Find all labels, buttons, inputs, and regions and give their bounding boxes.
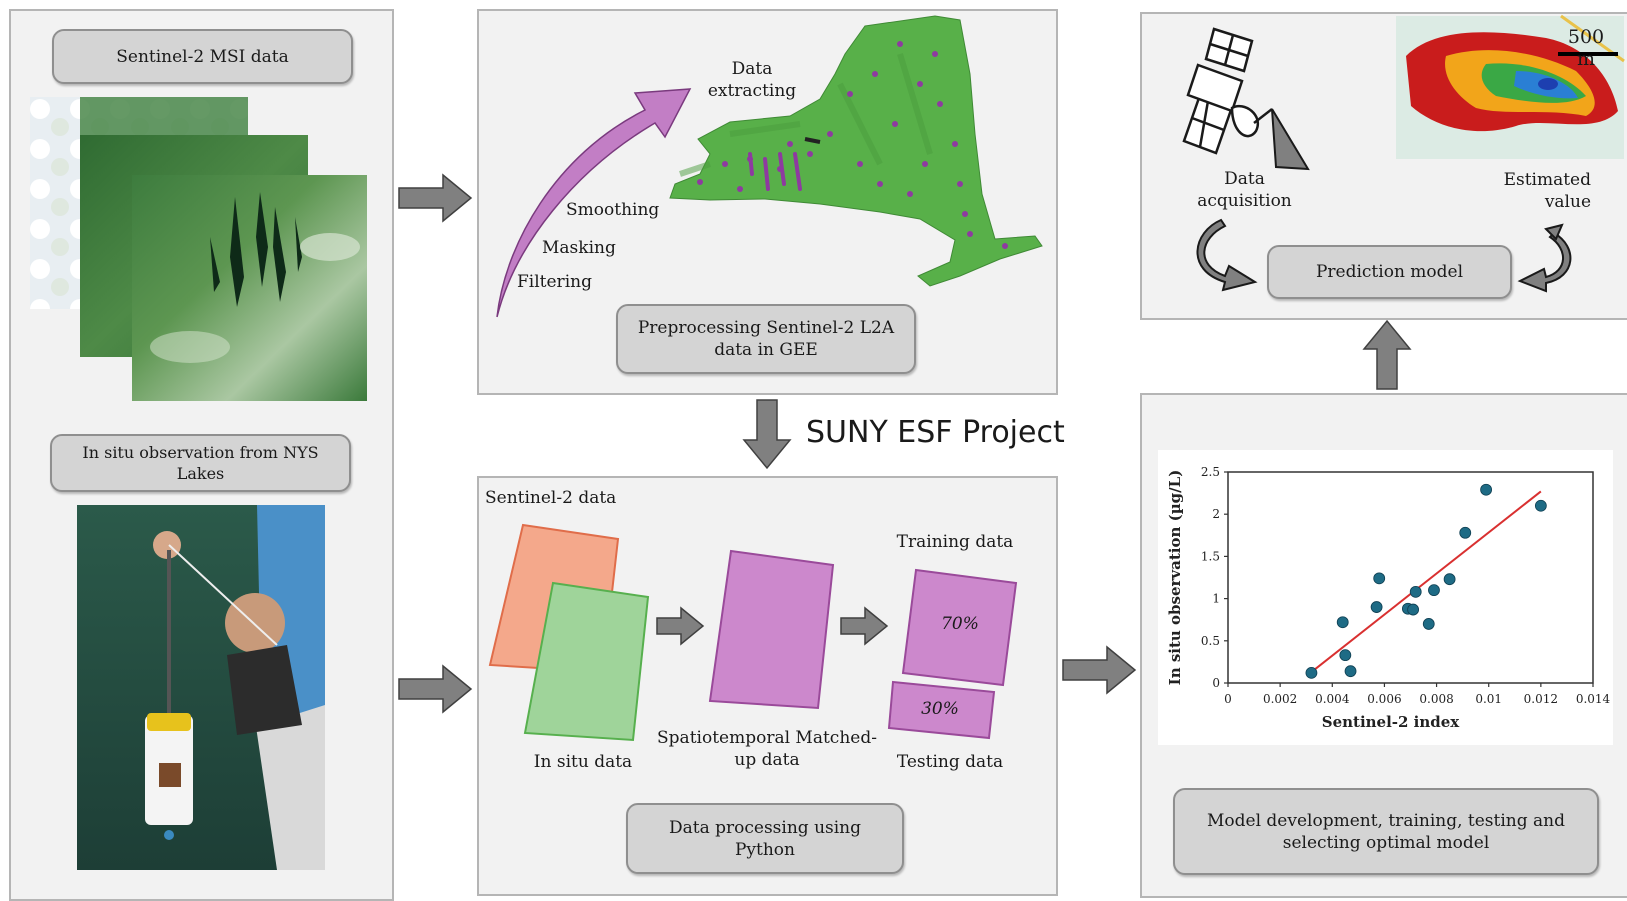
data-extracting-label: Data extracting bbox=[707, 59, 797, 101]
plot-frame bbox=[1227, 471, 1594, 684]
arrow-to-model-development bbox=[1062, 645, 1137, 695]
data-point bbox=[1373, 572, 1386, 585]
filtering-step: Filtering bbox=[517, 272, 592, 292]
y-axis-label: In situ observation (µg/L) bbox=[1166, 470, 1184, 686]
data-acquisition-label: Data acquisition bbox=[1197, 169, 1292, 211]
estimated-lake-map bbox=[1396, 14, 1625, 159]
field-sampling-photo bbox=[77, 505, 325, 870]
insitu-observation-title: In situ observation from NYS Lakes bbox=[50, 434, 351, 492]
x-axis-label: Sentinel-2 index bbox=[1322, 713, 1461, 731]
data-point bbox=[1305, 666, 1318, 679]
x-tick-label: 0 bbox=[1224, 692, 1232, 706]
x-tick-label: 0.002 bbox=[1263, 692, 1297, 706]
test-percent: 30% bbox=[921, 699, 959, 719]
x-tick-label: 0.014 bbox=[1576, 692, 1611, 706]
preprocessing-caption: Preprocessing Sentinel-2 L2A data in GEE bbox=[616, 304, 916, 374]
y-tick-label: 1 bbox=[1212, 592, 1220, 606]
prediction-model-box: Prediction model bbox=[1267, 245, 1512, 299]
estimated-curved-arrow bbox=[1517, 223, 1572, 293]
testing-data-label: Testing data bbox=[896, 752, 1004, 772]
scale-bar-label: 500 m bbox=[1567, 26, 1605, 70]
satellite-image-front bbox=[132, 175, 367, 401]
masking-step: Masking bbox=[542, 238, 616, 258]
satellite-icon bbox=[1182, 27, 1310, 171]
data-point bbox=[1407, 603, 1420, 616]
arrow-up-to-prediction bbox=[1362, 319, 1412, 390]
data-processing-caption: Data processing using Python bbox=[626, 803, 904, 874]
data-point bbox=[1339, 649, 1352, 662]
arrow-down-to-processing bbox=[742, 399, 792, 470]
fit-line bbox=[1310, 490, 1542, 673]
training-data-label: Training data bbox=[896, 532, 1014, 552]
data-point bbox=[1409, 585, 1422, 598]
data-point bbox=[1336, 616, 1349, 629]
sentinel-data-label: Sentinel-2 data bbox=[485, 488, 617, 508]
data-point bbox=[1534, 499, 1547, 512]
data-point bbox=[1480, 483, 1493, 496]
arrow-to-data-processing bbox=[398, 664, 473, 714]
training-data-sheet bbox=[901, 568, 1018, 687]
matched-data-sheet bbox=[708, 549, 835, 710]
data-point bbox=[1459, 526, 1472, 539]
matched-data-label: Spatiotemporal Matched-up data bbox=[657, 728, 877, 770]
scatter-plot: 0 0.5 1 1.5 2 2.5 0 0.002 0.004 0.006 0.008 0.01 0.0… bbox=[1158, 450, 1613, 745]
y-tick-label: 1.5 bbox=[1201, 549, 1220, 563]
insitu-data-label: In situ data bbox=[533, 752, 633, 772]
sentinel-msi-title: Sentinel-2 MSI data bbox=[52, 29, 353, 84]
data-point bbox=[1370, 601, 1383, 613]
suny-esf-project-label: SUNY ESF Project bbox=[806, 415, 1065, 450]
insitu-data-sheet bbox=[523, 581, 650, 742]
data-point bbox=[1422, 618, 1435, 630]
x-tick-label: 0.012 bbox=[1524, 692, 1558, 706]
testing-data-sheet bbox=[887, 680, 996, 740]
data-point bbox=[1443, 573, 1456, 586]
x-tick-label: 0.008 bbox=[1419, 692, 1453, 706]
y-tick-label: 2 bbox=[1212, 507, 1220, 521]
y-tick-label: 0.5 bbox=[1201, 634, 1220, 648]
train-percent: 70% bbox=[941, 614, 979, 634]
data-processing-flow bbox=[488, 523, 1018, 742]
preprocessing-curved-arrow bbox=[496, 88, 692, 318]
x-tick-label: 0.006 bbox=[1367, 692, 1401, 706]
x-tick-label: 0.01 bbox=[1475, 692, 1502, 706]
acquisition-curved-arrow bbox=[1196, 218, 1258, 292]
model-development-caption: Model development, training, testing and… bbox=[1173, 788, 1599, 875]
data-point bbox=[1428, 584, 1440, 597]
x-tick-label: 0.004 bbox=[1315, 692, 1350, 706]
data-point bbox=[1344, 665, 1357, 678]
new-york-state-map bbox=[669, 15, 1043, 287]
estimated-value-label: Estimated value bbox=[1503, 170, 1591, 212]
smoothing-step: Smoothing bbox=[566, 200, 660, 220]
y-tick-label: 0 bbox=[1212, 676, 1220, 690]
y-tick-label: 2.5 bbox=[1201, 465, 1220, 479]
arrow-to-preprocessing bbox=[398, 173, 473, 223]
satellite-image-stack bbox=[30, 97, 367, 401]
